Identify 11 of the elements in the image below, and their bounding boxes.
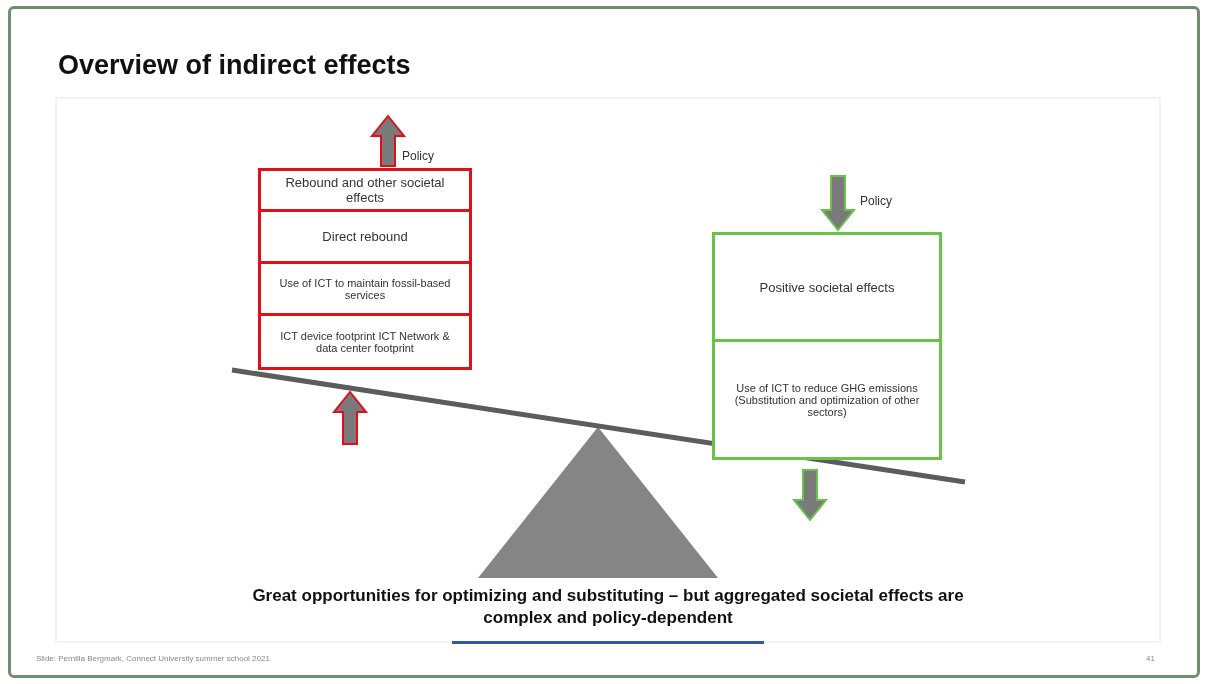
footer-text: Slide: Pernilla Bergmark, Connect University summer school 2021 <box>36 654 270 663</box>
page-number: 41 <box>1146 654 1155 663</box>
effect-box: Use of ICT to maintain fossil-based services <box>258 264 472 316</box>
slide-title: Overview of indirect effects <box>58 50 411 81</box>
effect-box: Rebound and other societal effects <box>258 168 472 212</box>
effect-box: ICT device footprint ICT Network & data center footprint <box>258 316 472 370</box>
effect-box: Direct rebound <box>258 212 472 264</box>
effect-box: Positive societal effects <box>712 232 942 342</box>
caption-text: Great opportunities for optimizing and substituting – but aggregated societal effects are complex and policy-dependent <box>251 585 965 629</box>
policy-label: Policy <box>860 194 892 208</box>
effect-box: Use of ICT to reduce GHG emissions (Substitution and optimization of other sectors) <box>712 342 942 460</box>
